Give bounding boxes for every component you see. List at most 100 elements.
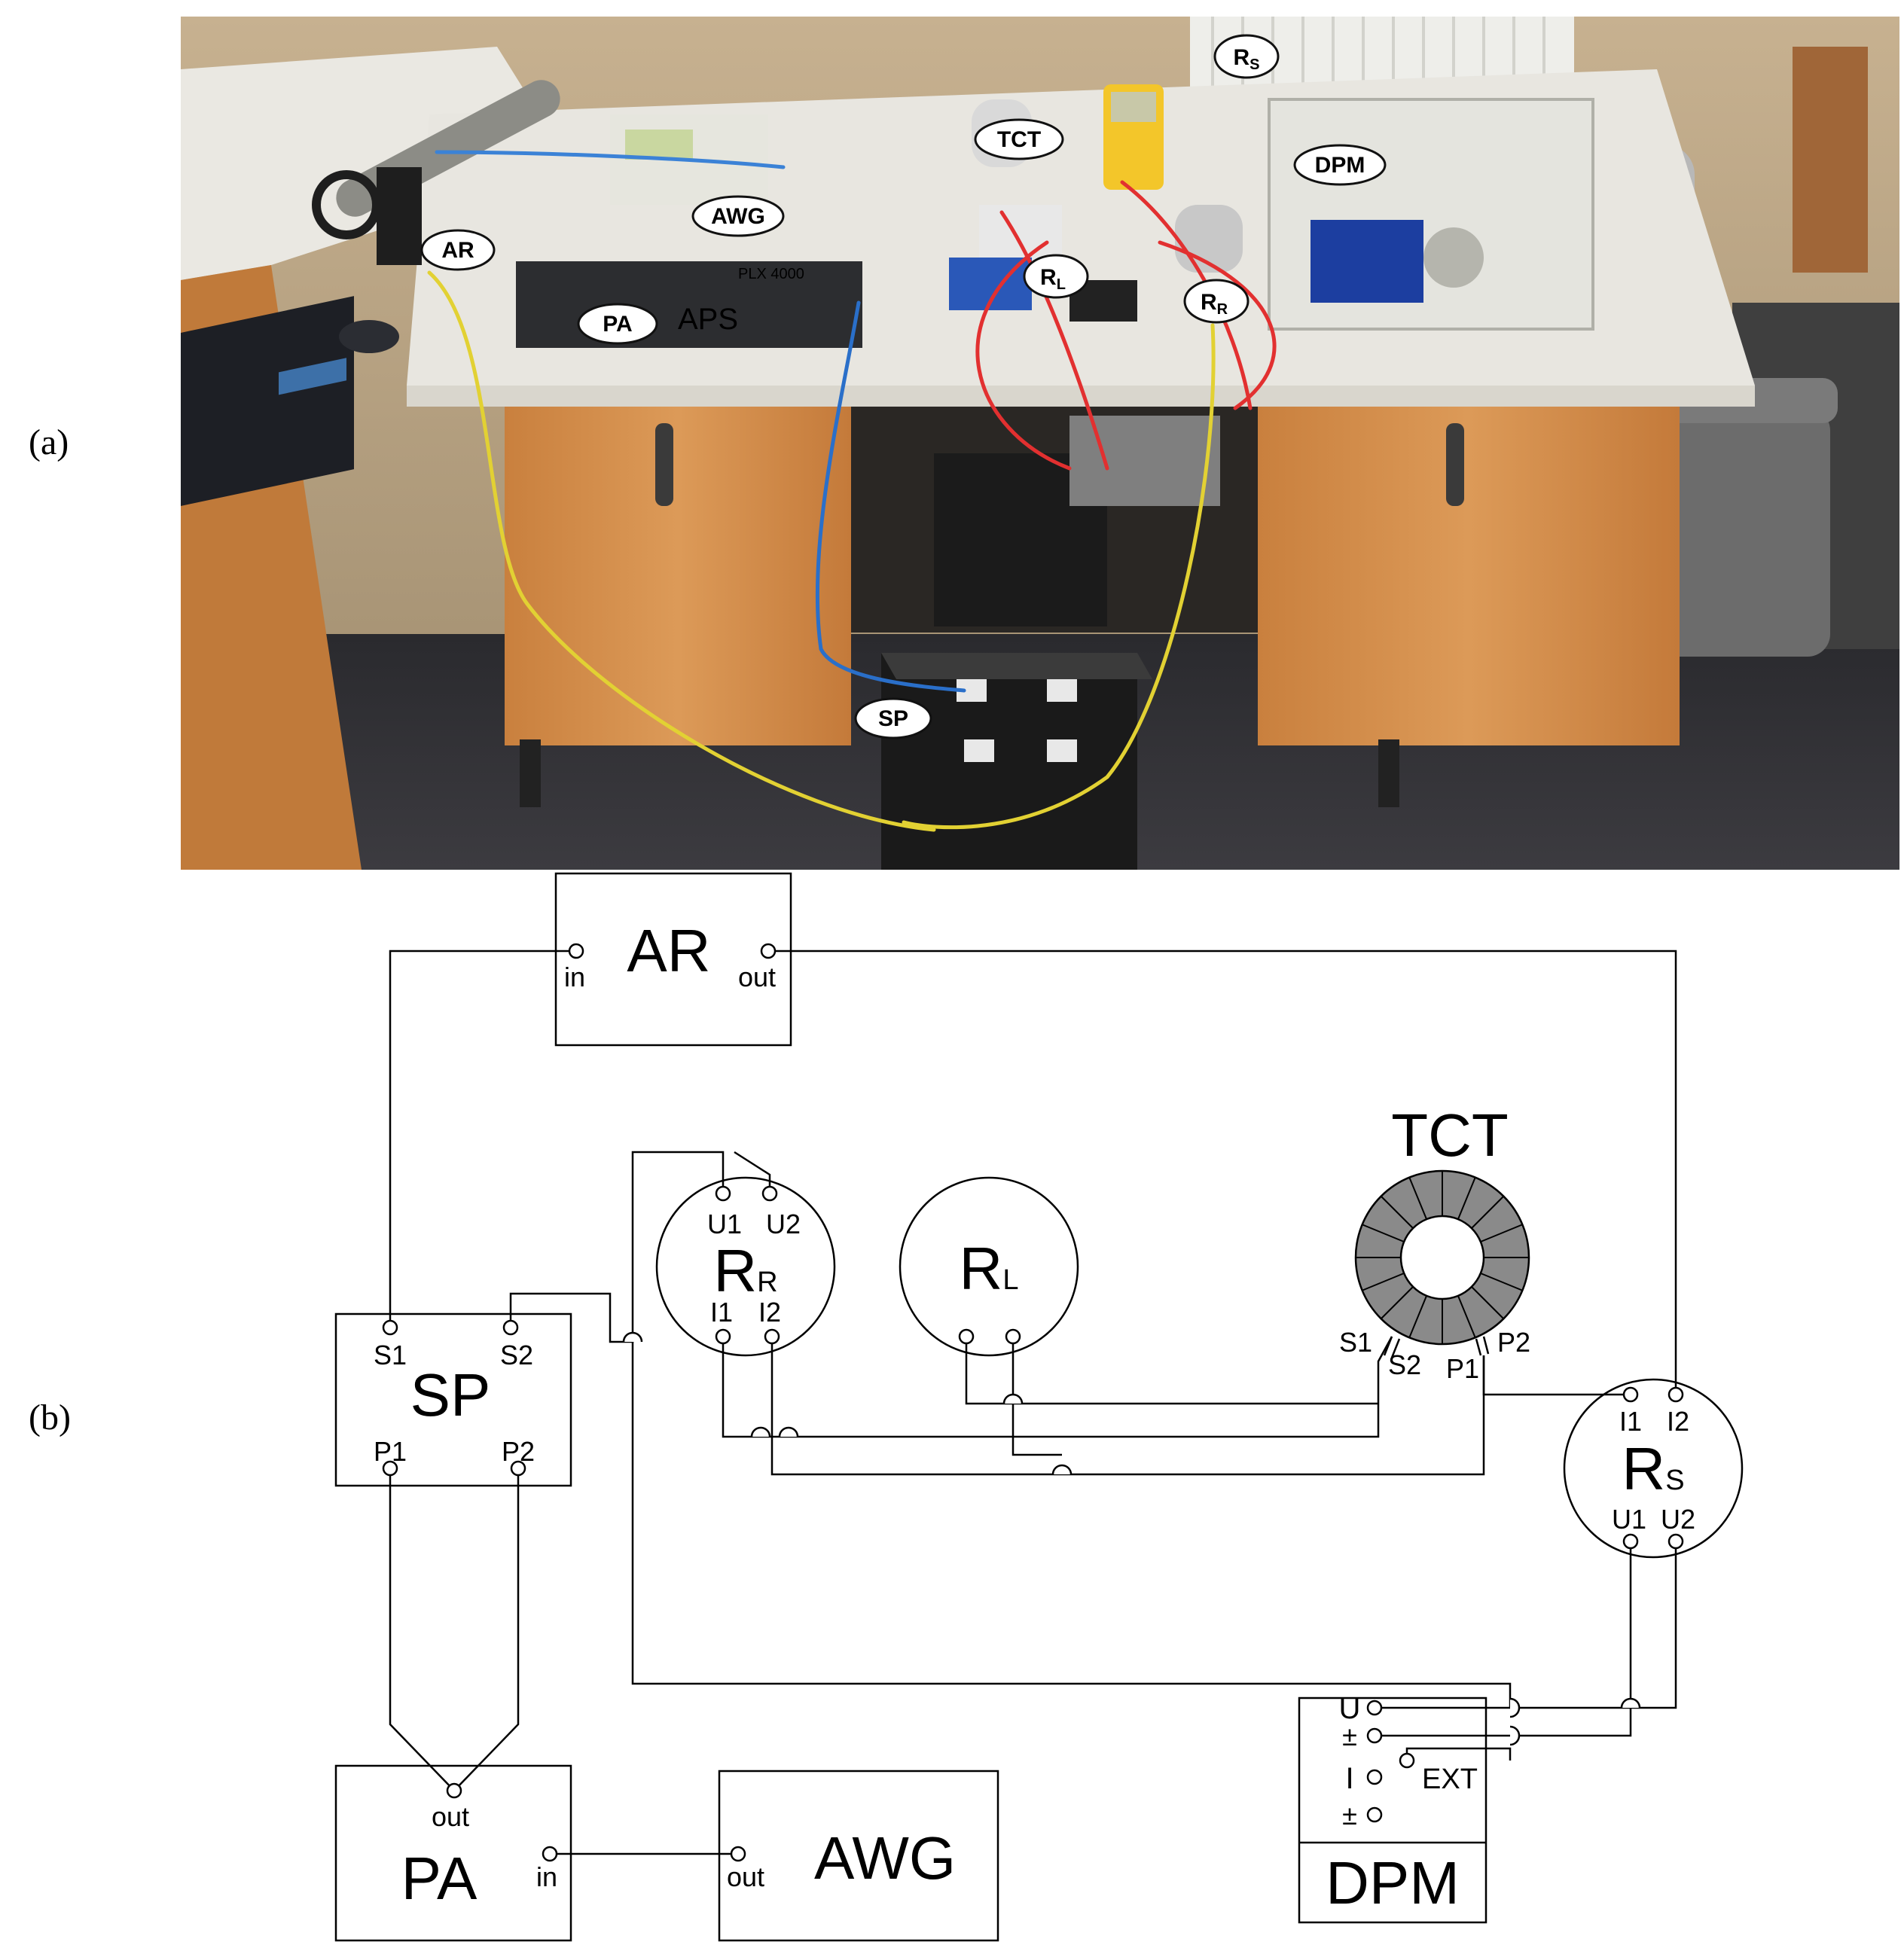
awg-box xyxy=(718,1770,999,1942)
svg-text:RL: RL xyxy=(1040,265,1066,293)
ar-in-label: in xyxy=(564,962,585,992)
dpm-u-terminal xyxy=(1366,1700,1383,1716)
wire-rr-u1-loop xyxy=(631,1342,1512,1709)
dpm-label: DPM xyxy=(1326,1849,1460,1916)
svg-text:SP: SP xyxy=(878,706,908,731)
wire-rs-u1-dpm xyxy=(1375,1541,1632,1737)
sp-p2-terminal xyxy=(510,1460,526,1477)
sp-box xyxy=(881,653,1137,870)
awg-out-label: out xyxy=(727,1861,764,1892)
rs-label: RS xyxy=(1622,1435,1684,1502)
grey-transformer xyxy=(1657,408,1830,657)
rs-u2-label: U2 xyxy=(1661,1504,1695,1535)
awg-label: AWG xyxy=(814,1825,956,1892)
sp-s2-label: S2 xyxy=(500,1340,533,1370)
wire-rr-i1-tct-s1 xyxy=(722,1340,1380,1438)
rl-circle xyxy=(899,1176,1079,1357)
callout-tct: TCT xyxy=(974,118,1064,160)
dpm-u-label: U xyxy=(1339,1692,1361,1725)
rs-i1-terminal xyxy=(1622,1386,1639,1403)
sp-box-schematic xyxy=(334,1312,572,1487)
wire-tct-p1-rs-i1 xyxy=(1482,1355,1629,1396)
left-desk xyxy=(181,47,572,280)
wire-rr-i2-tct-p2 xyxy=(770,1340,1485,1476)
callout-dpm: DPM xyxy=(1293,144,1387,186)
svg-text:DPM: DPM xyxy=(1315,153,1365,178)
dpm-ext-terminal xyxy=(1399,1752,1415,1769)
rs-circle xyxy=(1563,1378,1744,1559)
cabinet-left xyxy=(505,407,851,745)
rr-u2-terminal xyxy=(761,1185,778,1202)
rr-u1-terminal xyxy=(715,1185,731,1202)
rs-i1-label: I1 xyxy=(1619,1406,1642,1437)
callout-rs: RS xyxy=(1213,34,1280,79)
svg-text:RR: RR xyxy=(1201,290,1228,318)
wire-rl-tct-s2 xyxy=(965,1340,1378,1405)
laptop xyxy=(181,296,354,506)
wire-sp-p1-pa xyxy=(389,1468,455,1791)
power-amplifier xyxy=(516,261,862,348)
rs-u1-label: U1 xyxy=(1612,1504,1646,1535)
panel-label-b: (b) xyxy=(29,1398,71,1437)
sp-s1-terminal xyxy=(382,1319,398,1336)
svg-text:RS: RS xyxy=(1233,45,1259,73)
tct-s2-label: S2 xyxy=(1388,1349,1421,1380)
rs-u2-terminal xyxy=(1668,1533,1684,1550)
ar-out-terminal xyxy=(760,943,777,959)
svg-text:AWG: AWG xyxy=(711,204,765,229)
wire-sp-p2-pa xyxy=(453,1468,520,1791)
pa-in-label: in xyxy=(536,1861,557,1892)
panel-label-a: (a) xyxy=(29,422,69,462)
pa-in-terminal xyxy=(542,1846,558,1862)
callout-sp: SP xyxy=(854,697,932,739)
callout-ar: AR xyxy=(420,229,496,271)
tct-p2-label: P2 xyxy=(1497,1327,1530,1358)
svg-text:PA: PA xyxy=(603,312,632,337)
tct-s1-label: S1 xyxy=(1339,1327,1372,1358)
pa-out-label: out xyxy=(432,1801,469,1832)
rr-u1-label: U1 xyxy=(707,1209,742,1239)
dpm-pm1-terminal xyxy=(1366,1727,1383,1744)
amp-brand-text: APS xyxy=(678,303,738,336)
svg-text:TCT: TCT xyxy=(997,127,1041,152)
dpm-pm2-terminal xyxy=(1366,1806,1383,1823)
rr-i2-label: I2 xyxy=(758,1297,781,1328)
ar-in-terminal xyxy=(568,943,584,959)
tct-toroid xyxy=(1354,1169,1530,1358)
dpm-pm2-label: ± xyxy=(1342,1800,1357,1831)
dpm-ext-label: EXT xyxy=(1422,1764,1478,1795)
sp-p1-terminal xyxy=(382,1460,398,1477)
pa-out-terminal xyxy=(446,1782,462,1799)
dpm-pm1-label: ± xyxy=(1342,1721,1357,1751)
rr-i1-label: I1 xyxy=(710,1297,733,1328)
rs-u1-terminal xyxy=(1622,1533,1639,1550)
wire-dpm-ext xyxy=(1405,1747,1512,1761)
rr-circle xyxy=(655,1176,836,1357)
ar-out-label: out xyxy=(738,962,776,992)
dpm-i-terminal xyxy=(1366,1769,1383,1785)
amp-model-text: PLX 4000 xyxy=(738,266,804,282)
rr-i1-terminal xyxy=(715,1328,731,1345)
rl-label: RL xyxy=(960,1235,1019,1302)
dpm-box xyxy=(1298,1696,1488,1924)
rs-i2-terminal xyxy=(1668,1386,1684,1403)
callout-rr: RR xyxy=(1183,279,1250,324)
dpm-i-label: I xyxy=(1345,1762,1353,1795)
callout-awg: AWG xyxy=(691,195,785,237)
schematic-diagram: AR in out SP S1 S2 P1 P2 U1 U2 RR I1 I2 … xyxy=(334,872,1744,1942)
sp-label: SP xyxy=(410,1361,491,1428)
ar-box xyxy=(554,872,792,1047)
ar-label: AR xyxy=(627,917,710,984)
wire-sp-s2-rr-u1 xyxy=(509,1151,725,1343)
wire-ar-in-sp-s1 xyxy=(389,950,576,1328)
wire-rl-second xyxy=(1012,1340,1062,1456)
cabinet-right xyxy=(1258,407,1680,745)
tct-label: TCT xyxy=(1391,1102,1509,1169)
rl-terminal-2 xyxy=(1005,1328,1021,1345)
wire-rs-u2-dpm xyxy=(1514,1541,1677,1709)
callout-pa: PA xyxy=(577,303,658,345)
rl-terminal-1 xyxy=(958,1328,975,1345)
pa-label: PA xyxy=(401,1845,478,1912)
callout-rl: RL xyxy=(1023,254,1089,299)
awg-out-terminal xyxy=(730,1846,746,1862)
